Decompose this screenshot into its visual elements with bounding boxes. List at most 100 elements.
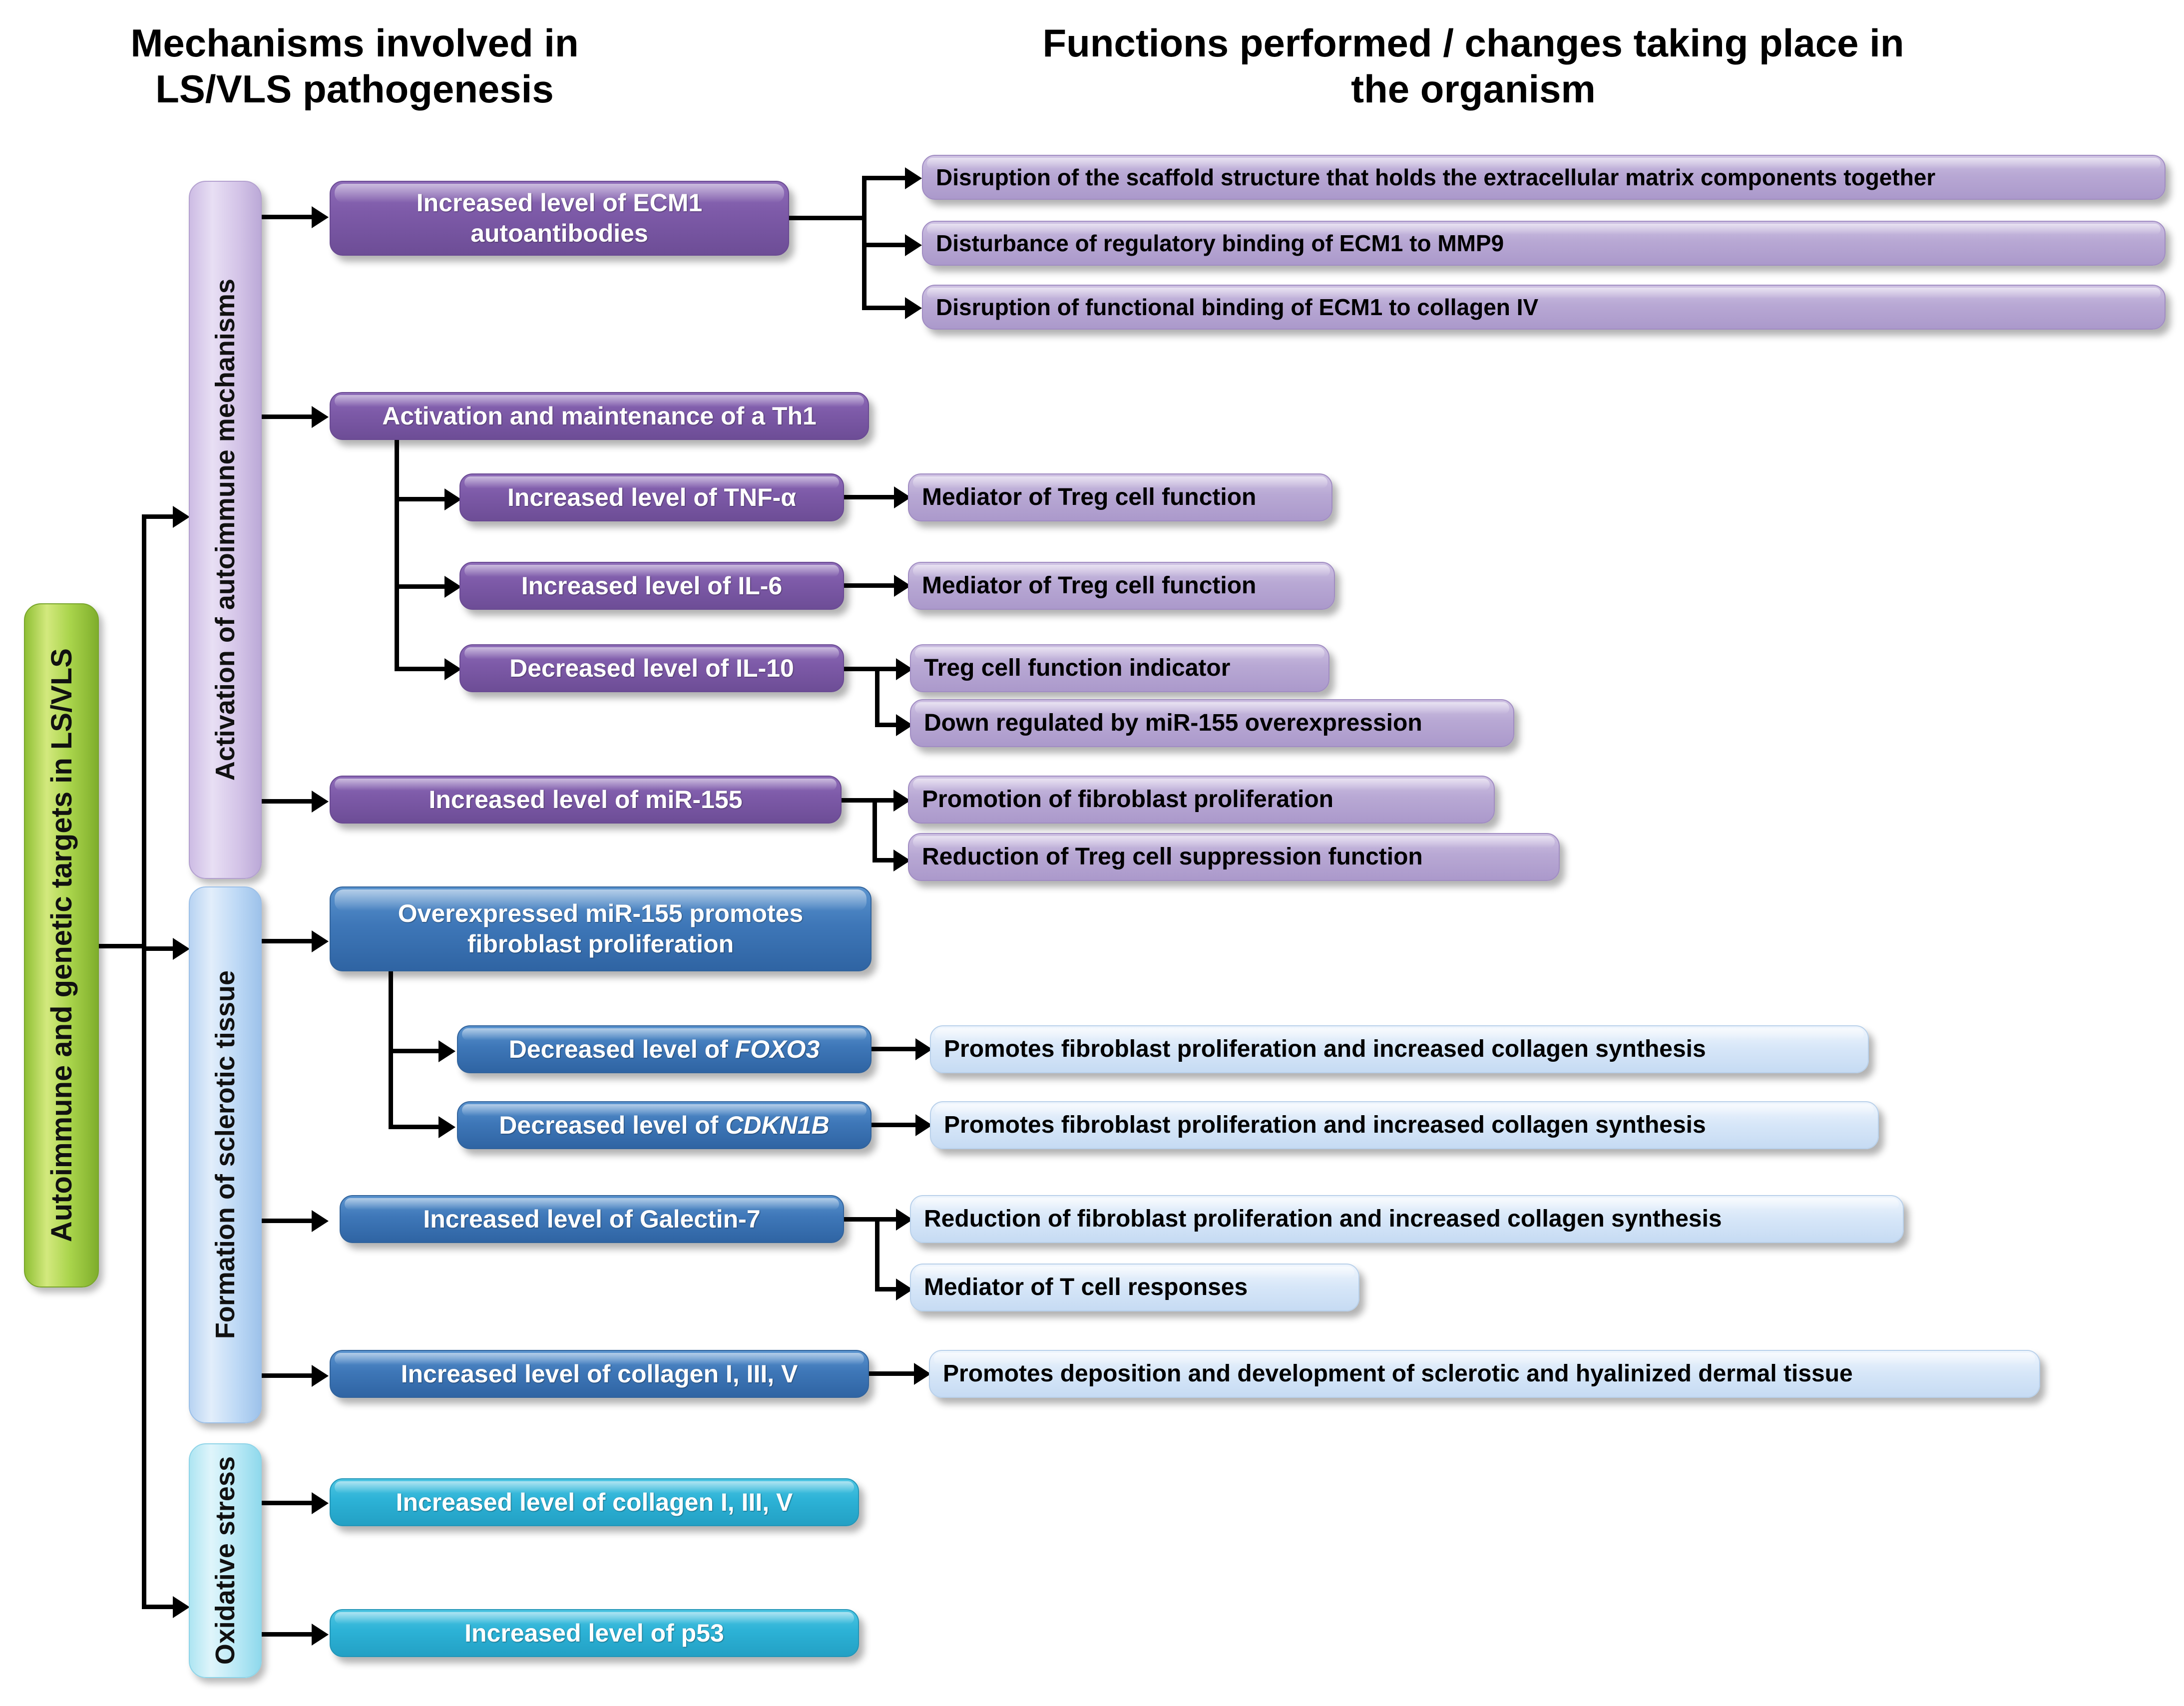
function-box-ecm1-collagen4[interactable]: Disruption of functional binding of ECM1…: [922, 285, 2166, 330]
arrow-root-to-autoimmune: [173, 506, 190, 528]
connector-auto-to-mir155: [262, 799, 312, 804]
arrow-oxi-to-p53: [312, 1624, 329, 1646]
connector-il10-stub: [844, 667, 877, 671]
mechanism-box-galectin7[interactable]: Increased level of Galectin-7: [340, 1195, 844, 1243]
connector-gal7-f1: [875, 1217, 896, 1222]
arrow-th1-to-il10: [444, 658, 461, 680]
connector-mir155-spine: [873, 798, 877, 862]
connector-tnfa-to-fn: [844, 495, 894, 499]
mechanism-box-il10[interactable]: Decreased level of IL-10: [459, 644, 844, 692]
function-box-il10-indicator[interactable]: Treg cell function indicator: [910, 644, 1329, 692]
connector-root-to-sclerotic: [142, 946, 173, 951]
mechanism-box-collagen-oxidative[interactable]: Increased level of collagen I, III, V: [330, 1478, 859, 1526]
root-bar-autoimmune-genetic-targets[interactable]: Autoimmune and genetic targets in LS/VLS: [24, 603, 99, 1287]
function-box-cdkn1b-promotes[interactable]: Promotes fibroblast proliferation and in…: [930, 1101, 1879, 1149]
category-bar-oxidative[interactable]: Oxidative stress: [189, 1443, 262, 1678]
function-box-ecm1-scaffold[interactable]: Disruption of the scaffold structure tha…: [922, 155, 2166, 200]
mechanism-label-cdkn1b: Decreased level of CDKN1B: [499, 1111, 830, 1139]
mechanism-label-ecm1: Increased level of ECM1 autoantibodies: [416, 189, 703, 247]
mechanism-box-mir155[interactable]: Increased level of miR-155: [330, 776, 842, 824]
function-label-cdkn1b-promotes: Promotes fibroblast proliferation and in…: [944, 1111, 1706, 1138]
arrow-auto-to-th1: [312, 406, 329, 428]
function-label-tnfa-treg: Mediator of Treg cell function: [922, 483, 1257, 510]
function-box-mir155-treg[interactable]: Reduction of Treg cell suppression funct…: [908, 833, 1560, 881]
arrow-scl-to-mir155fib: [312, 930, 329, 952]
function-box-mir155-fibroblast[interactable]: Promotion of fibroblast proliferation: [908, 776, 1495, 824]
arrow-th1-to-tnfa: [444, 488, 461, 510]
connector-root-spine: [142, 514, 146, 1608]
mechanism-label-collagen-sclerotic: Increased level of collagen I, III, V: [401, 1359, 798, 1388]
category-bar-autoimmune-label: Activation of autoimmune mechanisms: [210, 279, 240, 781]
function-label-gal7-reduction: Reduction of fibroblast proliferation an…: [924, 1205, 1722, 1232]
mechanism-label-galectin7: Increased level of Galectin-7: [423, 1205, 761, 1233]
arrow-cdkn1b-to-fn: [915, 1114, 932, 1136]
function-box-ecm1-mmp9[interactable]: Disturbance of regulatory binding of ECM…: [922, 221, 2166, 266]
connector-root-stub: [99, 944, 145, 948]
connector-oxi-to-p53: [262, 1632, 312, 1637]
connector-to-cdkn1b: [389, 1125, 438, 1129]
function-label-mir155-treg: Reduction of Treg cell suppression funct…: [922, 843, 1423, 870]
arrow-scl-to-collagen: [312, 1365, 329, 1387]
arrow-auto-to-mir155: [312, 791, 329, 813]
root-bar-label: Autoimmune and genetic targets in LS/VLS: [45, 648, 78, 1243]
function-box-tnfa-treg[interactable]: Mediator of Treg cell function: [908, 473, 1332, 521]
mechanism-box-tnfa[interactable]: Increased level of TNF-α: [459, 473, 844, 521]
function-box-collagen-deposition[interactable]: Promotes deposition and development of s…: [929, 1350, 2040, 1398]
connector-auto-to-th1: [262, 415, 312, 419]
mechanism-box-ecm1[interactable]: Increased level of ECM1 autoantibodies: [330, 181, 789, 256]
connector-ecm1-f2: [862, 243, 905, 247]
connector-th1-spine: [395, 440, 399, 670]
function-box-il6-treg[interactable]: Mediator of Treg cell function: [908, 562, 1335, 610]
connector-collagen-to-fn: [869, 1371, 914, 1376]
function-box-foxo3-promotes[interactable]: Promotes fibroblast proliferation and in…: [930, 1025, 1869, 1073]
connector-auto-to-ecm1: [262, 215, 312, 219]
connector-cdkn1b-to-fn: [872, 1123, 915, 1127]
mechanism-box-il6[interactable]: Increased level of IL-6: [459, 562, 844, 610]
function-box-gal7-tcell[interactable]: Mediator of T cell responses: [910, 1264, 1359, 1311]
category-bar-oxidative-label: Oxidative stress: [210, 1456, 240, 1665]
connector-to-foxo3: [389, 1049, 438, 1053]
function-label-mir155-fibroblast: Promotion of fibroblast proliferation: [922, 786, 1333, 813]
mechanism-box-collagen-sclerotic[interactable]: Increased level of collagen I, III, V: [330, 1350, 869, 1398]
mechanism-label-mir155-fibroblast-proliferation: Overexpressed miR-155 promotes fibroblas…: [398, 899, 804, 958]
connector-il10-f1: [875, 667, 896, 671]
arrow-ecm1-f3: [905, 297, 922, 319]
mechanism-box-p53[interactable]: Increased level of p53: [330, 1609, 859, 1657]
function-box-il10-mir155[interactable]: Down regulated by miR-155 overexpression: [910, 699, 1514, 747]
connector-th1-to-il10: [395, 667, 444, 671]
arrow-mir155-f1: [893, 790, 910, 812]
arrow-foxo3-to-fn: [915, 1038, 932, 1060]
mechanism-box-foxo3[interactable]: Decreased level of FOXO3: [457, 1025, 872, 1073]
connector-scl-to-collagen: [262, 1373, 312, 1378]
mechanism-label-il10: Decreased level of IL-10: [509, 654, 794, 682]
connector-ecm1-f3: [862, 306, 905, 310]
connector-root-to-autoimmune: [142, 514, 173, 519]
arrow-to-cdkn1b: [438, 1116, 455, 1138]
connector-ecm1-stub: [789, 216, 864, 220]
connector-il6-to-fn: [844, 583, 894, 588]
function-box-gal7-reduction[interactable]: Reduction of fibroblast proliferation an…: [910, 1195, 1904, 1243]
connector-mir155-f2: [873, 858, 893, 862]
mechanism-label-il6: Increased level of IL-6: [521, 571, 783, 600]
arrow-to-foxo3: [438, 1040, 455, 1062]
mechanism-label-mir155: Increased level of miR-155: [429, 785, 743, 814]
mechanism-box-mir155-fibroblast-proliferation[interactable]: Overexpressed miR-155 promotes fibroblas…: [330, 886, 872, 971]
mechanism-box-cdkn1b[interactable]: Decreased level of CDKN1B: [457, 1101, 872, 1149]
connector-gal7-f2: [875, 1287, 896, 1291]
connector-ecm1-f1: [862, 176, 905, 180]
arrow-ecm1-f1: [905, 167, 922, 189]
function-label-foxo3-promotes: Promotes fibroblast proliferation and in…: [944, 1035, 1706, 1062]
mechanism-label-collagen-oxidative: Increased level of collagen I, III, V: [396, 1488, 793, 1516]
function-label-il6-treg: Mediator of Treg cell function: [922, 572, 1257, 599]
category-bar-autoimmune[interactable]: Activation of autoimmune mechanisms: [189, 181, 262, 879]
mechanism-label-tnfa: Increased level of TNF-α: [507, 483, 797, 511]
function-label-ecm1-scaffold: Disruption of the scaffold structure tha…: [936, 164, 1936, 190]
connector-il10-f2: [875, 723, 896, 727]
mechanism-box-th1[interactable]: Activation and maintenance of a Th1: [330, 392, 869, 440]
mechanism-label-foxo3: Decreased level of FOXO3: [508, 1035, 820, 1063]
arrow-root-to-oxidative: [173, 1596, 190, 1618]
function-label-collagen-deposition: Promotes deposition and development of s…: [943, 1360, 1853, 1387]
arrow-scl-to-galectin7: [312, 1210, 329, 1232]
category-bar-sclerotic[interactable]: Formation of sclerotic tissue: [189, 886, 262, 1423]
